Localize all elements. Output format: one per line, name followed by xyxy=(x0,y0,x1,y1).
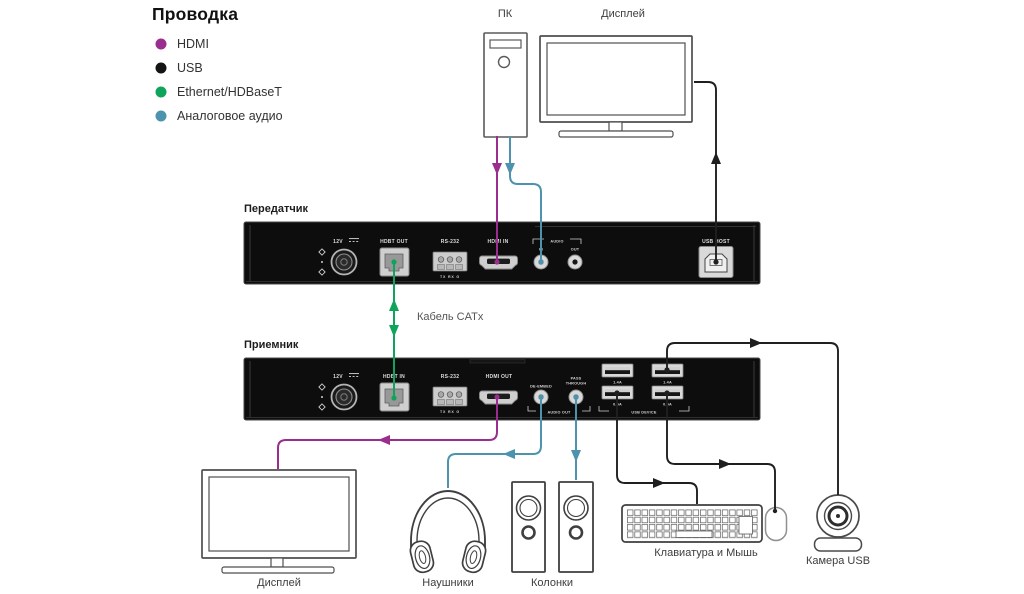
rx-audio-out-bracket xyxy=(527,406,591,412)
arrow-right-icon xyxy=(750,338,762,348)
tx-hdbt-label: HDBT OUT xyxy=(380,239,408,245)
display-top-icon xyxy=(539,35,693,138)
receiver-panel: 12V HDBT IN RS-232 TX RX G HDMI OUT DE-E… xyxy=(243,357,761,421)
tx-power-label: 12V xyxy=(333,239,343,245)
display-bottom-label: Дисплей xyxy=(257,577,301,589)
speakers-label: Колонки xyxy=(531,577,573,589)
rx-rs232-label: RS-232 xyxy=(441,374,459,380)
rx-pass-label-1: PASS xyxy=(571,377,582,381)
legend-item-label: HDMI xyxy=(177,37,209,51)
rx-usb-device-group-label: USB DEVICE xyxy=(631,411,656,415)
wire-group-usb xyxy=(614,81,839,514)
rx-hdmi-label: HDMI OUT xyxy=(486,374,513,380)
rx-audio-out-group-label: AUDIO OUT xyxy=(547,411,571,415)
receiver-title: Приемник xyxy=(244,339,299,351)
display-top-label: Дисплей xyxy=(601,8,645,20)
arrow-left-icon xyxy=(378,435,390,445)
display-bottom-icon xyxy=(201,469,357,574)
headphones-icon xyxy=(409,490,487,574)
wire-tx-usb-to-display xyxy=(694,81,717,262)
arrow-down-icon xyxy=(505,163,515,175)
pc-tower-icon xyxy=(483,32,528,138)
pc-label: ПК xyxy=(497,8,513,20)
headphones-label: Наушники xyxy=(422,577,474,589)
legend-item-label: Ethernet/HDBaseT xyxy=(177,85,282,99)
rx-rs232-pins-label: TX RX G xyxy=(440,410,460,414)
tx-audio-out-label: OUT xyxy=(571,248,580,252)
arrow-down-icon xyxy=(389,325,399,337)
wire-pc-to-tx-audio xyxy=(509,136,542,262)
wire-rx-to-headphones xyxy=(447,397,542,488)
legend-item-label: Аналоговое аудио xyxy=(177,109,283,123)
rx-usb-device-bracket xyxy=(598,406,690,412)
transmitter-title: Передатчик xyxy=(244,203,309,215)
legend-item-label: USB xyxy=(177,61,203,75)
rx-de-embed-label: DE-EMBED xyxy=(530,385,552,389)
usb-dot-icon xyxy=(155,62,167,74)
rx-usb-amp-label-1: 1.4A xyxy=(613,381,622,385)
arrow-right-icon xyxy=(653,478,665,488)
legend-item-analog-audio: Аналоговое аудио xyxy=(152,104,283,128)
keyboard-mouse-label: Клавиатура и Мышь xyxy=(654,547,758,559)
arrow-right-icon xyxy=(719,459,731,469)
arrow-up-icon xyxy=(711,152,721,164)
arrow-down-icon xyxy=(492,163,502,175)
tx-rs232-label: RS-232 xyxy=(441,239,459,245)
hdmi-dot-icon xyxy=(155,38,167,50)
rx-power-label: 12V xyxy=(333,374,343,380)
legend-title: Проводка xyxy=(152,4,239,24)
tx-hdmi-label: HDMI IN xyxy=(488,239,509,245)
wire-group-audio xyxy=(447,136,581,488)
rx-pass-label-2: THROUGH xyxy=(566,382,587,386)
catx-cable-label: Кабель CATx xyxy=(417,311,484,323)
arrow-left-icon xyxy=(503,449,515,459)
legend-item-usb: USB xyxy=(152,56,283,80)
tx-rs232-pins-label: TX RX G xyxy=(440,275,460,279)
webcam-icon xyxy=(813,494,863,552)
keyboard-icon xyxy=(621,504,763,543)
arrow-down-icon xyxy=(571,450,581,462)
legend-item-ethernet: Ethernet/HDBaseT xyxy=(152,80,283,104)
ethernet-dot-icon xyxy=(155,86,167,98)
legend-list: HDMI USB Ethernet/HDBaseT Аналоговое ауд… xyxy=(152,32,283,128)
arrow-up-icon xyxy=(389,299,399,311)
speakers-icon xyxy=(511,481,594,573)
tx-audio-group-label: AUDIO xyxy=(550,240,563,244)
legend-item-hdmi: HDMI xyxy=(152,32,283,56)
tx-audio-out-jack-icon xyxy=(567,254,583,270)
audio-dot-icon xyxy=(155,110,167,122)
rx-usb-amp-label-2: 1.4A xyxy=(663,381,672,385)
wire-group-hdmi xyxy=(277,136,502,469)
camera-label: Камера USB xyxy=(805,555,871,567)
mouse-icon xyxy=(764,506,788,542)
wire-group-ethernet xyxy=(389,259,399,401)
transmitter-panel: 12V HDBT OUT RS-232 TX RX G HDMI IN AUDI… xyxy=(243,221,761,285)
legend: Проводка HDMI USB Ethernet/HDBaseT Анало… xyxy=(152,4,283,128)
